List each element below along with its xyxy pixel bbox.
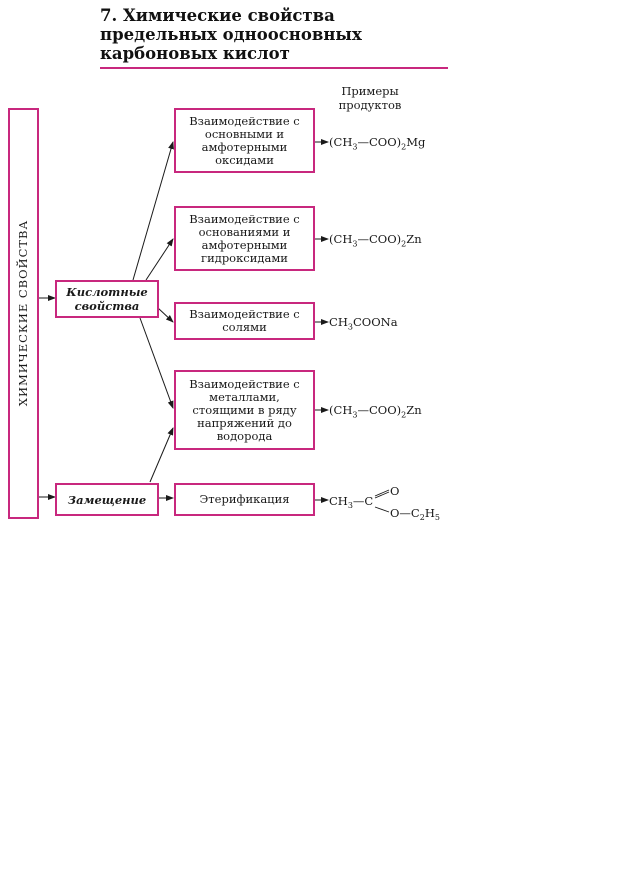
product-metals: (CH3—COO)2Zn [329,403,422,420]
root-label: ХИМИЧЕСКИЕ СВОЙСТВА [16,219,30,407]
page-title: 7. Химические свойства предельных одноос… [100,6,362,63]
arrow-substitution-to-metals [149,427,174,483]
reaction-metals: Взаимодействие с металлами, стоящими в р… [174,370,315,450]
product-esterification: CH3—C O O—C2H5 [329,484,440,522]
product-oxides: (CH3—COO)2Mg [329,135,426,152]
arrow-acidic-to-hydroxides [145,238,174,281]
arrow-acidic-to-oxides [132,141,174,281]
reaction-esterification: Этерификация [174,483,315,516]
title-underline [100,67,448,69]
product-salts: CH3COONa [329,315,398,332]
svg-text:CH3—C: CH3—C [329,494,373,510]
product-hydroxides: (CH3—COO)2Zn [329,232,422,249]
svg-text:O—C2H5: O—C2H5 [390,506,440,522]
reaction-hydroxides: Взаимодействие с основаниями и амфотерны… [174,206,315,271]
arrow-acidic-to-salts [157,307,174,323]
root-box [8,108,39,519]
svg-text:O: O [390,484,399,498]
arrow-acidic-to-metals [139,317,174,409]
examples-heading: Примеры продуктов [338,84,402,112]
category-acidic: Кислотные свойства [55,280,159,318]
category-substitution: Замещение [55,483,159,516]
reaction-salts: Взаимодействие с солями [174,302,315,340]
reaction-oxides: Взаимодействие с основными и амфотерными… [174,108,315,173]
